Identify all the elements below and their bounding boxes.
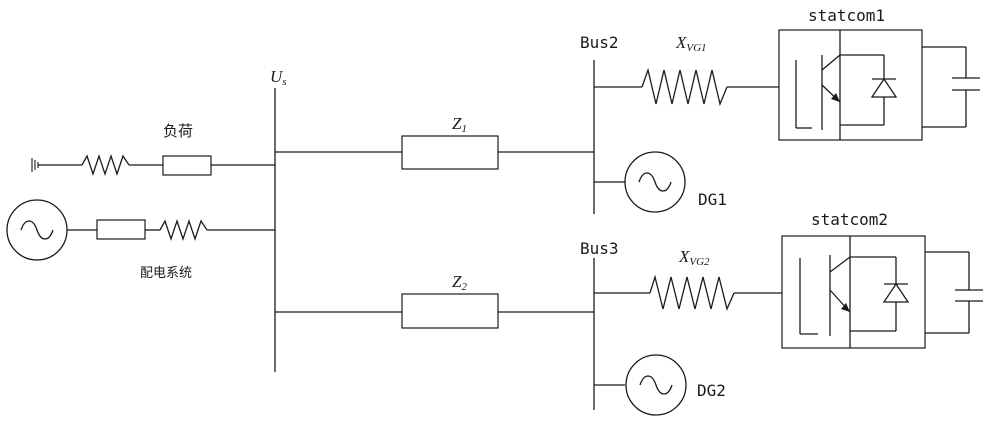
statcom2: statcom2	[781, 210, 983, 349]
z2-label: Z2	[452, 272, 467, 293]
resistor-icon	[641, 67, 728, 107]
load-impedance-box	[162, 155, 212, 176]
bus3-label: Bus3	[580, 239, 619, 258]
capacitor-icon	[955, 289, 983, 302]
statcom1: statcom1	[778, 6, 980, 141]
ground-icon	[31, 158, 39, 172]
dg1-label: DG1	[698, 190, 727, 209]
distribution-system-label: 配电系统	[140, 266, 192, 281]
z2-impedance-box	[401, 293, 499, 329]
z1-impedance-box	[401, 135, 499, 170]
capacitor-icon	[952, 77, 980, 91]
bus2-label: Bus2	[580, 33, 619, 52]
ac-source-icon	[624, 151, 686, 213]
main-bus-label: Us	[270, 67, 287, 88]
igbt-icon	[795, 54, 841, 130]
resistor-icon	[81, 153, 130, 177]
ac-source-icon	[6, 199, 68, 261]
resistor-icon	[159, 218, 208, 242]
statcom1-box	[778, 29, 923, 141]
igbt-icon	[799, 255, 851, 336]
ac-source-icon	[625, 354, 687, 416]
xvg2-label: XVG2	[678, 247, 710, 268]
resistor-icon	[649, 274, 735, 312]
source-impedance-box	[96, 219, 146, 240]
z1-label: Z1	[452, 114, 467, 135]
dg2-label: DG2	[697, 381, 726, 400]
statcom2-label: statcom2	[811, 210, 888, 229]
statcom1-label: statcom1	[808, 6, 885, 25]
load-label: 负荷	[163, 122, 193, 140]
xvg1-label: XVG1	[675, 33, 707, 54]
